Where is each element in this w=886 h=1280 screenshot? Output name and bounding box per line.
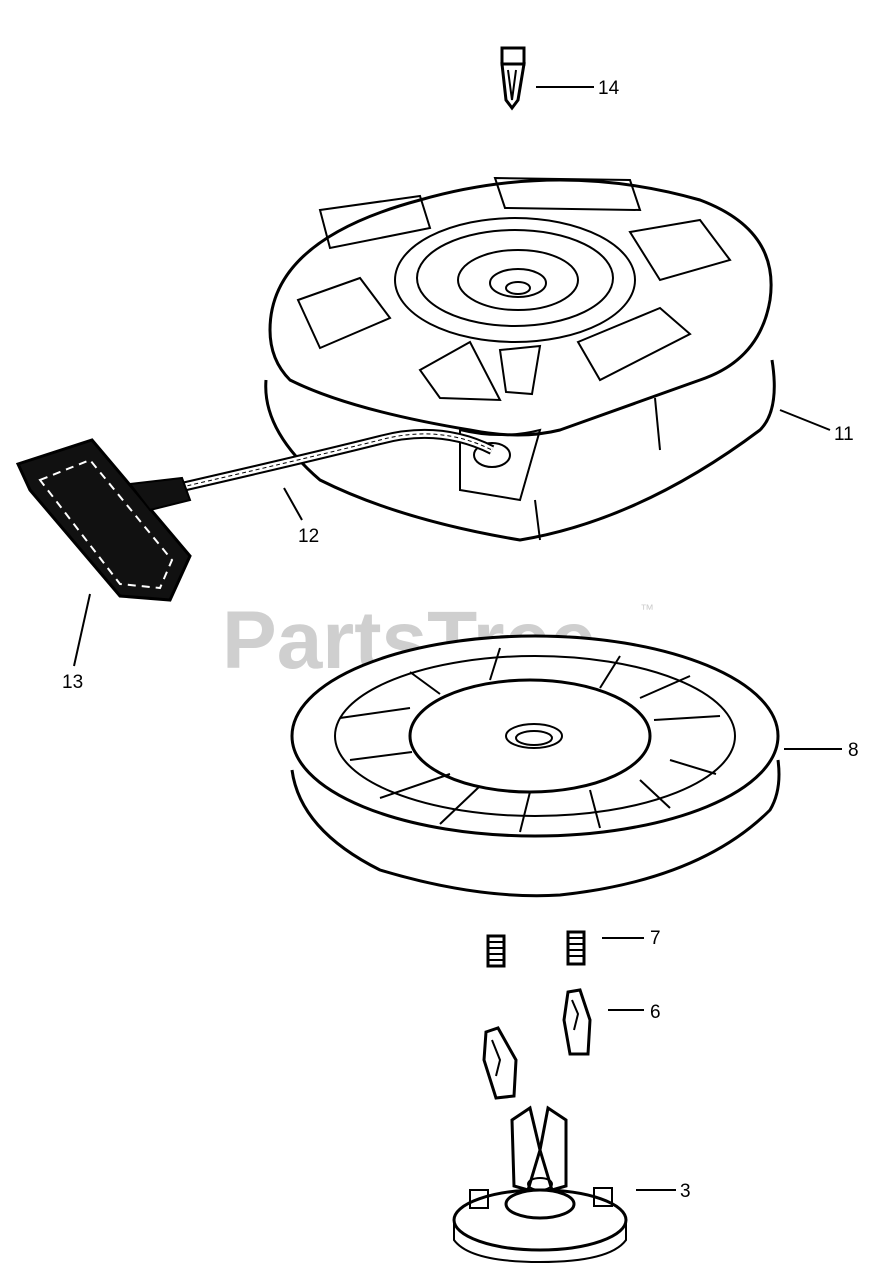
callout-6: 6 bbox=[650, 1002, 661, 1023]
callout-line-11 bbox=[779, 409, 831, 431]
callout-line-13 bbox=[73, 593, 91, 667]
callout-13: 13 bbox=[62, 672, 83, 693]
part-11-starter-housing[interactable] bbox=[264, 176, 776, 542]
callout-12: 12 bbox=[298, 526, 319, 547]
part-12-rope[interactable] bbox=[158, 428, 495, 497]
callout-11: 11 bbox=[834, 424, 854, 445]
part-6-pawls[interactable] bbox=[482, 988, 592, 1100]
callout-8: 8 bbox=[848, 740, 859, 761]
part-13-handle[interactable] bbox=[15, 438, 192, 602]
callout-14: 14 bbox=[598, 78, 620, 99]
part-7-springs[interactable] bbox=[486, 930, 586, 968]
part-3-hub[interactable] bbox=[452, 1105, 628, 1264]
watermark-trademark: ™ bbox=[640, 601, 654, 617]
callout-7: 7 bbox=[650, 928, 661, 949]
callout-line-12 bbox=[283, 487, 303, 521]
part-14-pin[interactable] bbox=[500, 46, 526, 111]
callout-3: 3 bbox=[680, 1181, 691, 1202]
part-8-pulley[interactable] bbox=[290, 634, 781, 898]
